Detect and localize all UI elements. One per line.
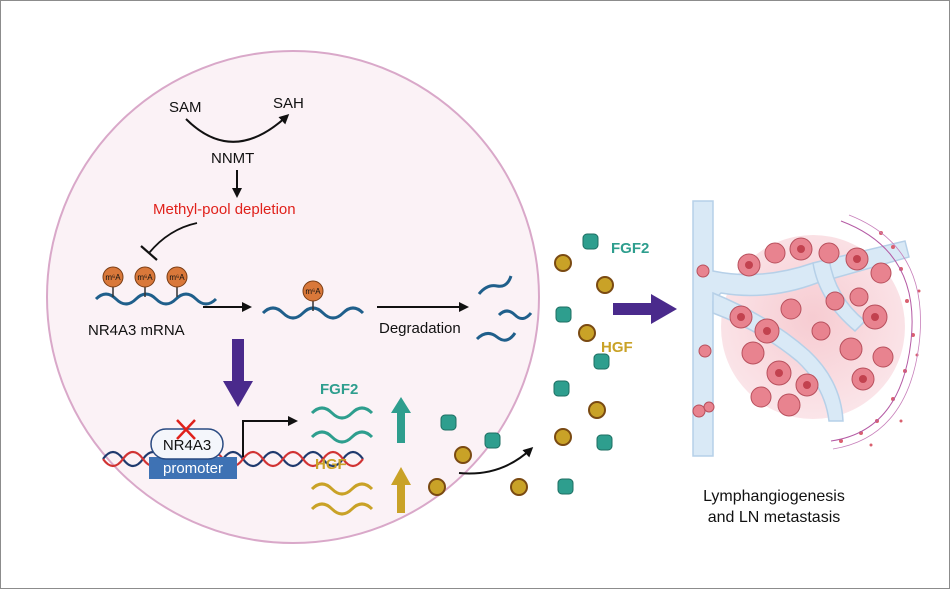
hgf-particle <box>588 401 606 419</box>
m6a-marks: m⁶A m⁶A m⁶A <box>102 266 188 297</box>
transcription-arrow <box>242 416 298 457</box>
hgf-particle <box>428 478 446 496</box>
blocked-x-icon <box>176 419 196 440</box>
sam-to-sah-arrow <box>185 113 290 143</box>
mrna-fragments <box>475 275 533 342</box>
hgf-particle <box>554 428 572 446</box>
promoter-label: promoter <box>163 460 223 477</box>
capsule-line <box>830 220 913 442</box>
m6a-ball <box>102 266 124 288</box>
sam-label: SAM <box>169 99 202 116</box>
secretion-arrow <box>458 446 534 475</box>
fgf2-particle <box>596 434 613 451</box>
fgf2-particle <box>484 432 501 449</box>
hgf-particle <box>554 254 572 272</box>
hgf-particle <box>578 324 596 342</box>
m6a-ball <box>166 266 188 288</box>
nr4a3-mrna-label: NR4A3 mRNA <box>88 322 185 339</box>
fgf2-particle <box>555 306 572 323</box>
fgf2-transcripts <box>310 406 374 444</box>
m6a-text: m⁶A <box>137 273 153 282</box>
inhibition-line <box>148 222 198 254</box>
intracellular-particles <box>428 414 501 496</box>
extracellular-particles <box>510 233 614 496</box>
mrna-strand-methylated <box>94 292 218 306</box>
fgf2-particle <box>553 380 570 397</box>
m6a-text: m⁶A <box>305 287 321 296</box>
purple-down-arrow <box>223 339 253 407</box>
m6a-text: m⁶A <box>105 273 121 282</box>
fgf2-particle <box>440 414 457 431</box>
nr4a3-gene-label: NR4A3 <box>163 437 211 454</box>
m6a-ball <box>134 266 156 288</box>
hgf-secreted-label: HGF <box>601 339 633 356</box>
intravascular-tumor-cells <box>692 264 715 418</box>
fgf2-transcript-label: FGF2 <box>320 381 358 398</box>
sah-label: SAH <box>273 95 304 112</box>
promoter-box <box>149 457 237 479</box>
hgf-transcripts <box>310 482 374 516</box>
fgf2-up-arrow <box>391 397 411 443</box>
degradation-label: Degradation <box>379 320 461 337</box>
purple-right-arrow <box>613 294 677 324</box>
fgf2-particle <box>557 478 574 495</box>
fgf2-secreted-label: FGF2 <box>611 240 649 257</box>
methyl-pool-depletion-label: Methyl-pool depletion <box>153 201 296 218</box>
capsule-line <box>832 214 921 450</box>
fgf2-particle <box>593 353 610 370</box>
m6a-ball <box>302 280 324 302</box>
hgf-particle <box>454 446 472 464</box>
fgf2-particle <box>582 233 599 250</box>
tumor-cell-nuclei <box>737 245 879 389</box>
nnmt-label: NNMT <box>211 150 254 167</box>
lymph-node-tumor <box>692 200 921 457</box>
outcome-line-1: Lymphangiogenesis <box>703 488 845 505</box>
hgf-particle <box>596 276 614 294</box>
hgf-transcript-label: HGF <box>315 456 347 473</box>
hgf-up-arrow <box>391 467 411 513</box>
m6a-text: m⁶A <box>169 273 185 282</box>
cell-body <box>46 50 540 544</box>
outcome-line-2: and LN metastasis <box>708 509 841 526</box>
inhibition-bar <box>140 245 158 261</box>
hgf-particle <box>510 478 528 496</box>
